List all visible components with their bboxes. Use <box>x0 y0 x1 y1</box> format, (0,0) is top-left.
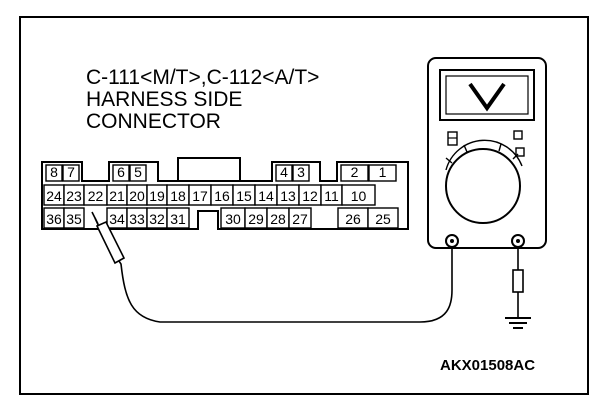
pin-label-4: 4 <box>280 164 288 180</box>
pin-label-31: 31 <box>170 211 186 227</box>
pin-cell-3 <box>292 164 310 182</box>
meter-dial <box>445 148 521 224</box>
pin-cell-8 <box>45 164 63 182</box>
pin-label-32: 32 <box>149 211 165 227</box>
pin-label-25: 25 <box>375 211 391 227</box>
pin-cell-7 <box>62 164 80 182</box>
pin-label-16: 16 <box>214 188 230 204</box>
pin-cell-4 <box>275 164 293 182</box>
multimeter <box>427 57 547 249</box>
pin-label-13: 13 <box>280 188 296 204</box>
pin-label-21: 21 <box>109 188 125 204</box>
pin-label-15: 15 <box>236 188 252 204</box>
pin-label-1: 1 <box>379 164 387 180</box>
title-line-3: CONNECTOR <box>86 110 221 133</box>
pin-cell-2 <box>340 164 369 182</box>
diagram-frame <box>19 16 589 395</box>
pin-label-18: 18 <box>170 188 186 204</box>
pin-cell-25 <box>367 207 399 229</box>
ground-icon <box>505 317 531 329</box>
connector-latch <box>177 157 241 181</box>
pin-label-22: 22 <box>88 188 104 204</box>
pin-label-35: 35 <box>66 211 82 227</box>
pin-label-17: 17 <box>192 188 208 204</box>
pin-label-33: 33 <box>129 211 145 227</box>
pin-label-6: 6 <box>117 164 125 180</box>
pin-label-26: 26 <box>345 211 361 227</box>
reference-code: AKX01508AC <box>440 357 535 374</box>
pin-cell-1 <box>368 164 397 182</box>
probe-wire <box>94 217 453 323</box>
pin-label-20: 20 <box>129 188 145 204</box>
pin-label-10: 10 <box>351 188 367 204</box>
pin-cell-5 <box>129 164 147 182</box>
pin-cell-27 <box>288 207 312 229</box>
pin-label-27: 27 <box>292 211 308 227</box>
pin-label-29: 29 <box>248 211 264 227</box>
pin-label-7: 7 <box>67 164 75 180</box>
ground-lead <box>512 247 524 318</box>
pin-label-5: 5 <box>134 164 142 180</box>
test-probe <box>91 211 126 265</box>
pin-label-23: 23 <box>66 188 82 204</box>
volt-symbol-icon <box>468 82 506 112</box>
pin-label-2: 2 <box>351 164 359 180</box>
pin-label-24: 24 <box>46 188 62 204</box>
pin-label-14: 14 <box>258 188 274 204</box>
pin-cell-10 <box>341 184 376 206</box>
pin-label-11: 11 <box>324 188 339 204</box>
title-line-2: HARNESS SIDE <box>86 88 242 111</box>
pin-cell-35 <box>63 207 85 229</box>
pin-cell-31 <box>166 207 190 229</box>
title-line-1: C-111<M/T>,C-112<A/T> <box>86 66 319 89</box>
pin-label-34: 34 <box>109 211 125 227</box>
pin-label-8: 8 <box>50 164 58 180</box>
pin-label-19: 19 <box>149 188 165 204</box>
pin-label-30: 30 <box>225 211 241 227</box>
pin-label-12: 12 <box>302 188 318 204</box>
pin-label-36: 36 <box>46 211 62 227</box>
pin-label-3: 3 <box>297 164 305 180</box>
pin-label-28: 28 <box>270 211 286 227</box>
meter-display <box>439 69 535 121</box>
pin-cell-6 <box>112 164 130 182</box>
